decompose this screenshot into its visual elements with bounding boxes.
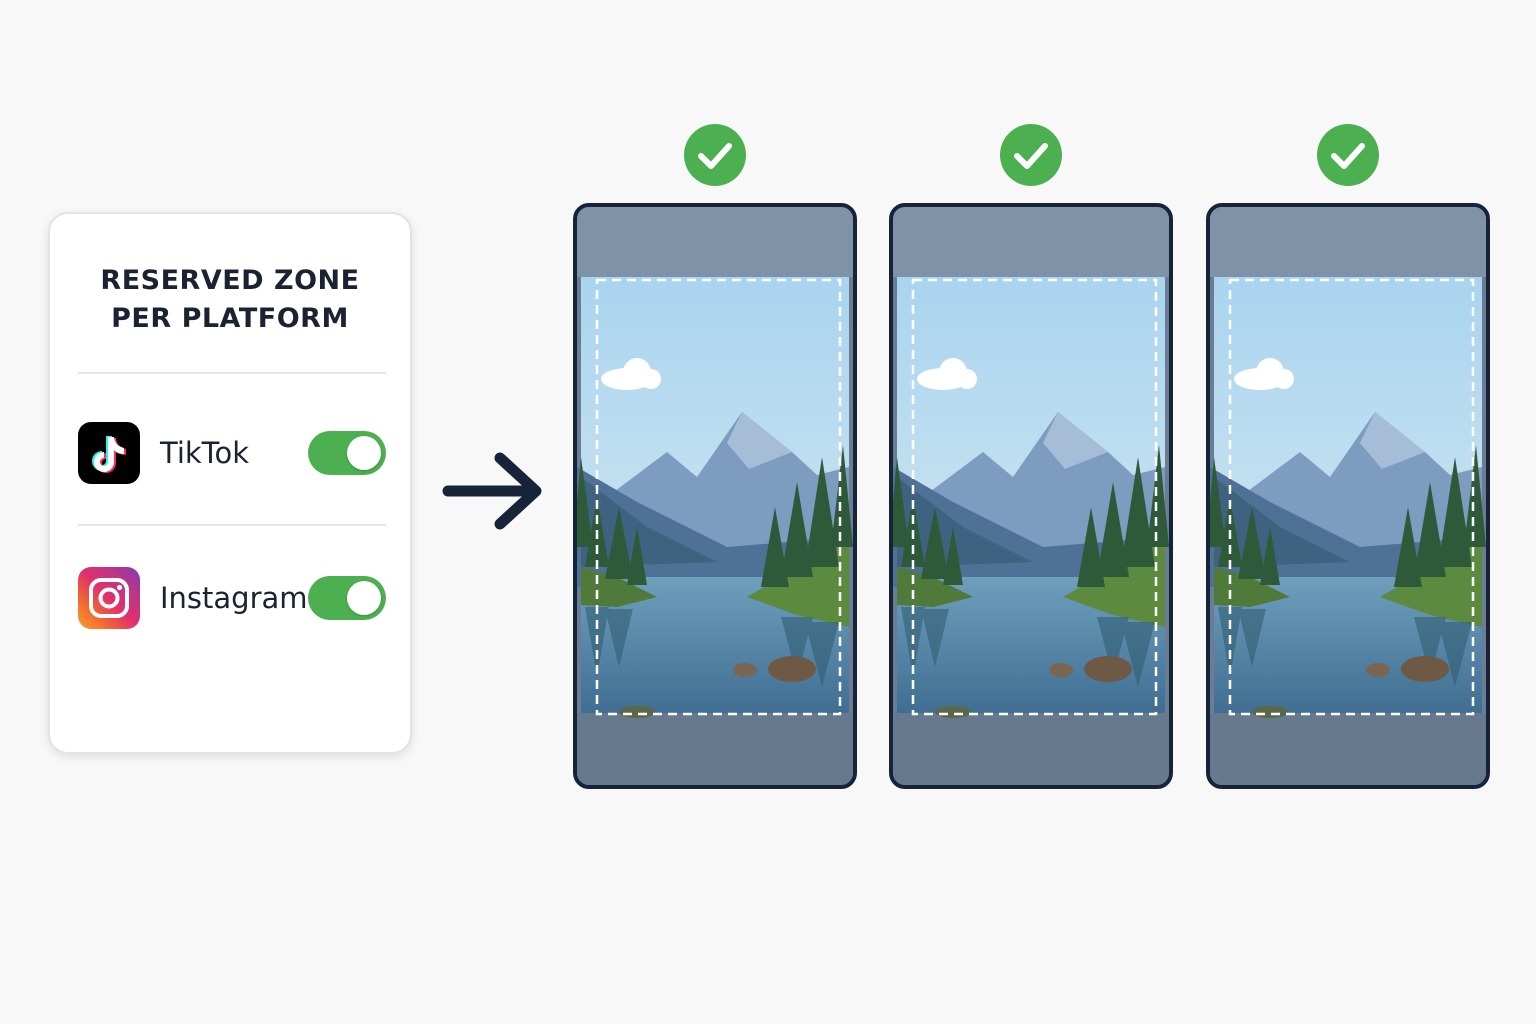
panel-title-line-1: RESERVED ZONE — [100, 265, 360, 296]
phone-preview-2 — [889, 203, 1173, 789]
toggle-knob — [347, 581, 381, 615]
arrow-right-icon — [442, 452, 542, 530]
check-circle-icon — [684, 124, 746, 186]
platform-label-instagram: Instagram — [160, 581, 308, 615]
phone-preview-1 — [573, 203, 857, 789]
instagram-toggle[interactable] — [308, 576, 386, 620]
platform-label-tiktok: TikTok — [160, 436, 249, 470]
divider — [78, 372, 386, 374]
toggle-knob — [347, 436, 381, 470]
reserved-zone-panel: RESERVED ZONE PER PLATFORM TikTok — [48, 212, 412, 754]
divider — [78, 524, 386, 526]
tiktok-toggle[interactable] — [308, 431, 386, 475]
panel-title-line-2: PER PLATFORM — [111, 303, 349, 334]
phone-preview-3 — [1206, 203, 1490, 789]
platform-row-instagram: Instagram — [78, 567, 386, 629]
platform-row-tiktok: TikTok — [78, 422, 386, 484]
check-circle-icon — [1000, 124, 1062, 186]
check-circle-icon — [1317, 124, 1379, 186]
tiktok-logo-icon — [78, 422, 140, 484]
instagram-logo-icon — [78, 567, 140, 629]
panel-title: RESERVED ZONE PER PLATFORM — [50, 262, 410, 338]
landscape-preview-image — [893, 207, 1169, 785]
landscape-preview-image — [1210, 207, 1486, 785]
landscape-preview-image — [577, 207, 853, 785]
